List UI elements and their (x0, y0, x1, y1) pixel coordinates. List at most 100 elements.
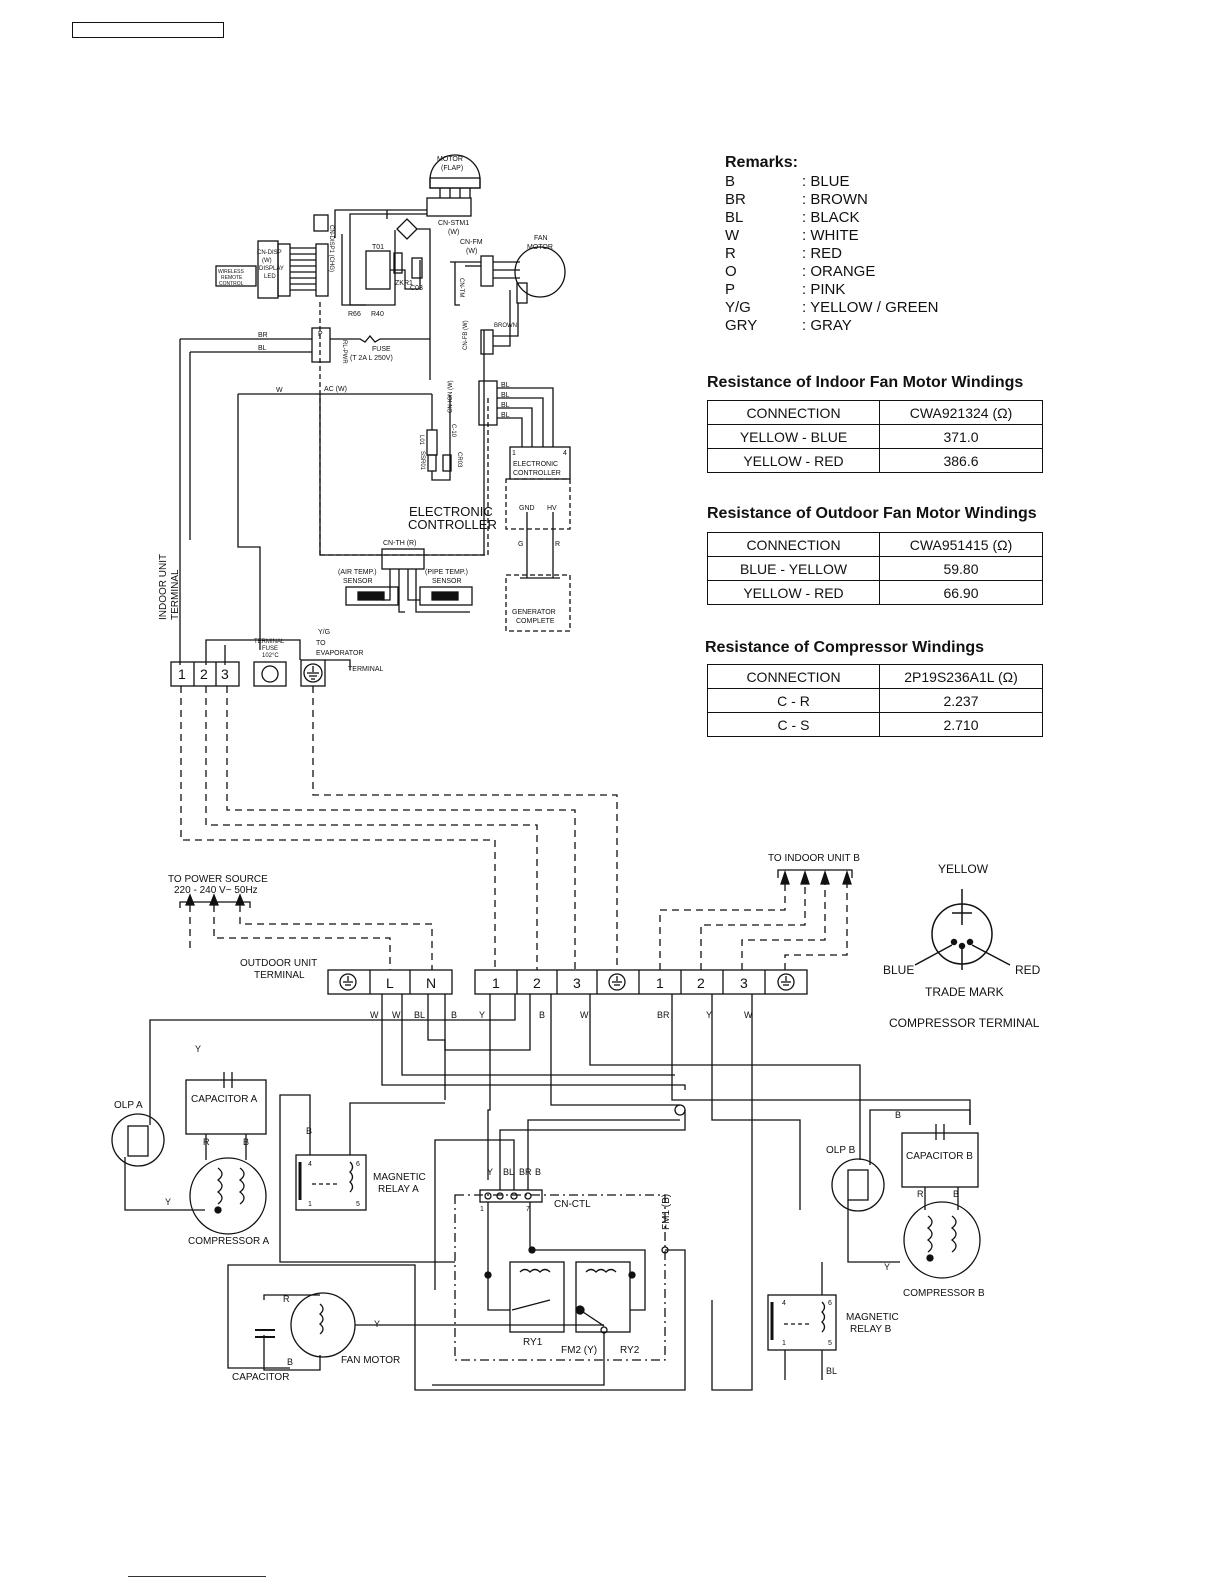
capacitor-b (901, 1132, 979, 1188)
cn-disp1-label: CN-DISP1 (CHG) (328, 225, 334, 272)
remark-name: : YELLOW / GREEN (802, 299, 939, 316)
remark-code: BR (725, 191, 746, 208)
cn-fm-sub: (W) (466, 248, 477, 255)
wire-label: B (539, 1010, 545, 1020)
indoor-b-bracket (777, 869, 853, 878)
relay-b-pin1: 1 (782, 1340, 786, 1347)
relay-a-pin1: 1 (308, 1201, 312, 1208)
table-cell: CONNECTION (707, 532, 880, 557)
terminal-fuse-symbol (261, 665, 279, 683)
wire-y-label: Y (165, 1197, 171, 1207)
outdoor-interconnect-terminal (474, 969, 808, 995)
wire-bl-label: BL (826, 1366, 837, 1376)
remarks-legend: Remarks: B: BLUE BR: BROWN BL: BLACK W: … (725, 154, 938, 335)
wire-r-label: R (203, 1137, 210, 1147)
cn-th-label: CN-TH (R) (383, 540, 416, 547)
cn-fb-label: CN-FB (W) (463, 320, 469, 350)
l01 (426, 429, 438, 456)
ctl-wire-br: BR (519, 1167, 532, 1177)
table-cell: 386.6 (879, 448, 1043, 473)
red-label: RED (1015, 963, 1041, 977)
auto-sw (313, 214, 329, 232)
l01-label: L01 (418, 435, 424, 446)
table-cell: 59.80 (879, 556, 1043, 581)
wireless-label3: CONTROL (219, 281, 244, 287)
ry1 (509, 1261, 565, 1333)
wire-label: W (370, 1010, 379, 1020)
relay-a-pin4: 4 (308, 1161, 312, 1168)
wire-label: W (744, 1010, 753, 1020)
table-cell: C - S (707, 712, 880, 737)
wire-label: BL (414, 1010, 425, 1020)
terminal-fuse (253, 661, 287, 687)
hv-label: HV (547, 505, 557, 512)
cr03-label: CR03 (456, 452, 462, 468)
table-cell: YELLOW - RED (707, 580, 880, 605)
wire-b-label: B (895, 1110, 901, 1120)
header-box (72, 22, 224, 38)
ctl-wire-bl: BL (503, 1167, 514, 1177)
terminal-N: N (426, 975, 436, 991)
air-temp-label: (AIR TEMP.) (338, 569, 377, 576)
indoor-terminal-2: 2 (200, 666, 208, 682)
p-label: P (318, 331, 323, 338)
to-evap-label1: TO (316, 640, 326, 647)
bl-label-1: BL (501, 382, 510, 389)
olp-a (111, 1113, 165, 1167)
table-cell: CWA951415 (Ω) (879, 532, 1043, 557)
remark-row: GRY: GRAY (725, 317, 938, 335)
pipe-temp-sensor-element (431, 591, 459, 601)
bl-wire-label: BL (258, 345, 267, 352)
ry2 (575, 1261, 631, 1333)
remarks-title: Remarks: (725, 154, 798, 171)
remark-code: R (725, 245, 736, 262)
transformer-t01 (365, 250, 391, 290)
bridge-rectifier (396, 218, 418, 240)
c10-label: C-10 (450, 424, 456, 438)
rl-pwr-relay (311, 327, 331, 363)
generator-complete (505, 574, 571, 632)
fm1-label: FM1 (B) (661, 1194, 672, 1230)
terminal-L: L (386, 975, 394, 991)
cn-stm1-connector (426, 197, 472, 217)
indoor-fan-motor (514, 246, 566, 298)
remark-code: BL (725, 209, 744, 226)
wire-y-label: Y (374, 1319, 380, 1329)
cn-disp-sub1: (W) (262, 258, 272, 264)
remark-code: O (725, 263, 737, 280)
terminal-fuse-label2: FUSE (262, 646, 278, 652)
bl-label-2: BL (501, 392, 510, 399)
blue-label: BLUE (883, 963, 914, 977)
to-indoor-b-label: TO INDOOR UNIT B (768, 853, 860, 864)
wireless-remote-box (215, 265, 257, 287)
fuse-rating: (T 2A L 250V) (350, 355, 393, 362)
magnetic-relay-a (295, 1154, 367, 1211)
cn-stm1-sub: (W) (448, 229, 459, 236)
terminal-b2: 2 (697, 975, 705, 991)
pipe-temp-label: (PIPE TEMP.) (425, 569, 468, 576)
remark-name: : PINK (802, 281, 846, 298)
cn-fm-label: CN-FM (460, 239, 483, 246)
gnd-hv-connector (505, 478, 571, 530)
ec-pin4: 4 (563, 450, 567, 457)
cr03 (442, 454, 452, 472)
remark-name: : ORANGE (802, 263, 876, 280)
table-cell: BLUE - YELLOW (707, 556, 880, 581)
cn-fb-connector (480, 329, 494, 355)
relay-b-label1: MAGNETIC (846, 1312, 899, 1323)
terminal-2: 2 (533, 975, 541, 991)
remark-code: B (725, 173, 736, 190)
compressor-b-label: COMPRESSOR B (903, 1288, 985, 1299)
t01-label: T01 (372, 244, 384, 251)
flap-motor-label: MOTOR (437, 156, 463, 163)
remark-name: : WHITE (802, 227, 859, 244)
remark-row: O : ORANGE (725, 263, 938, 281)
wire-label: BR (657, 1010, 670, 1020)
outdoor-fan-motor (290, 1292, 356, 1358)
relay-a-label2: RELAY A (378, 1184, 419, 1195)
relay-b-label2: RELAY B (850, 1324, 892, 1335)
relay-a-label1: MAGNETIC (373, 1172, 426, 1183)
